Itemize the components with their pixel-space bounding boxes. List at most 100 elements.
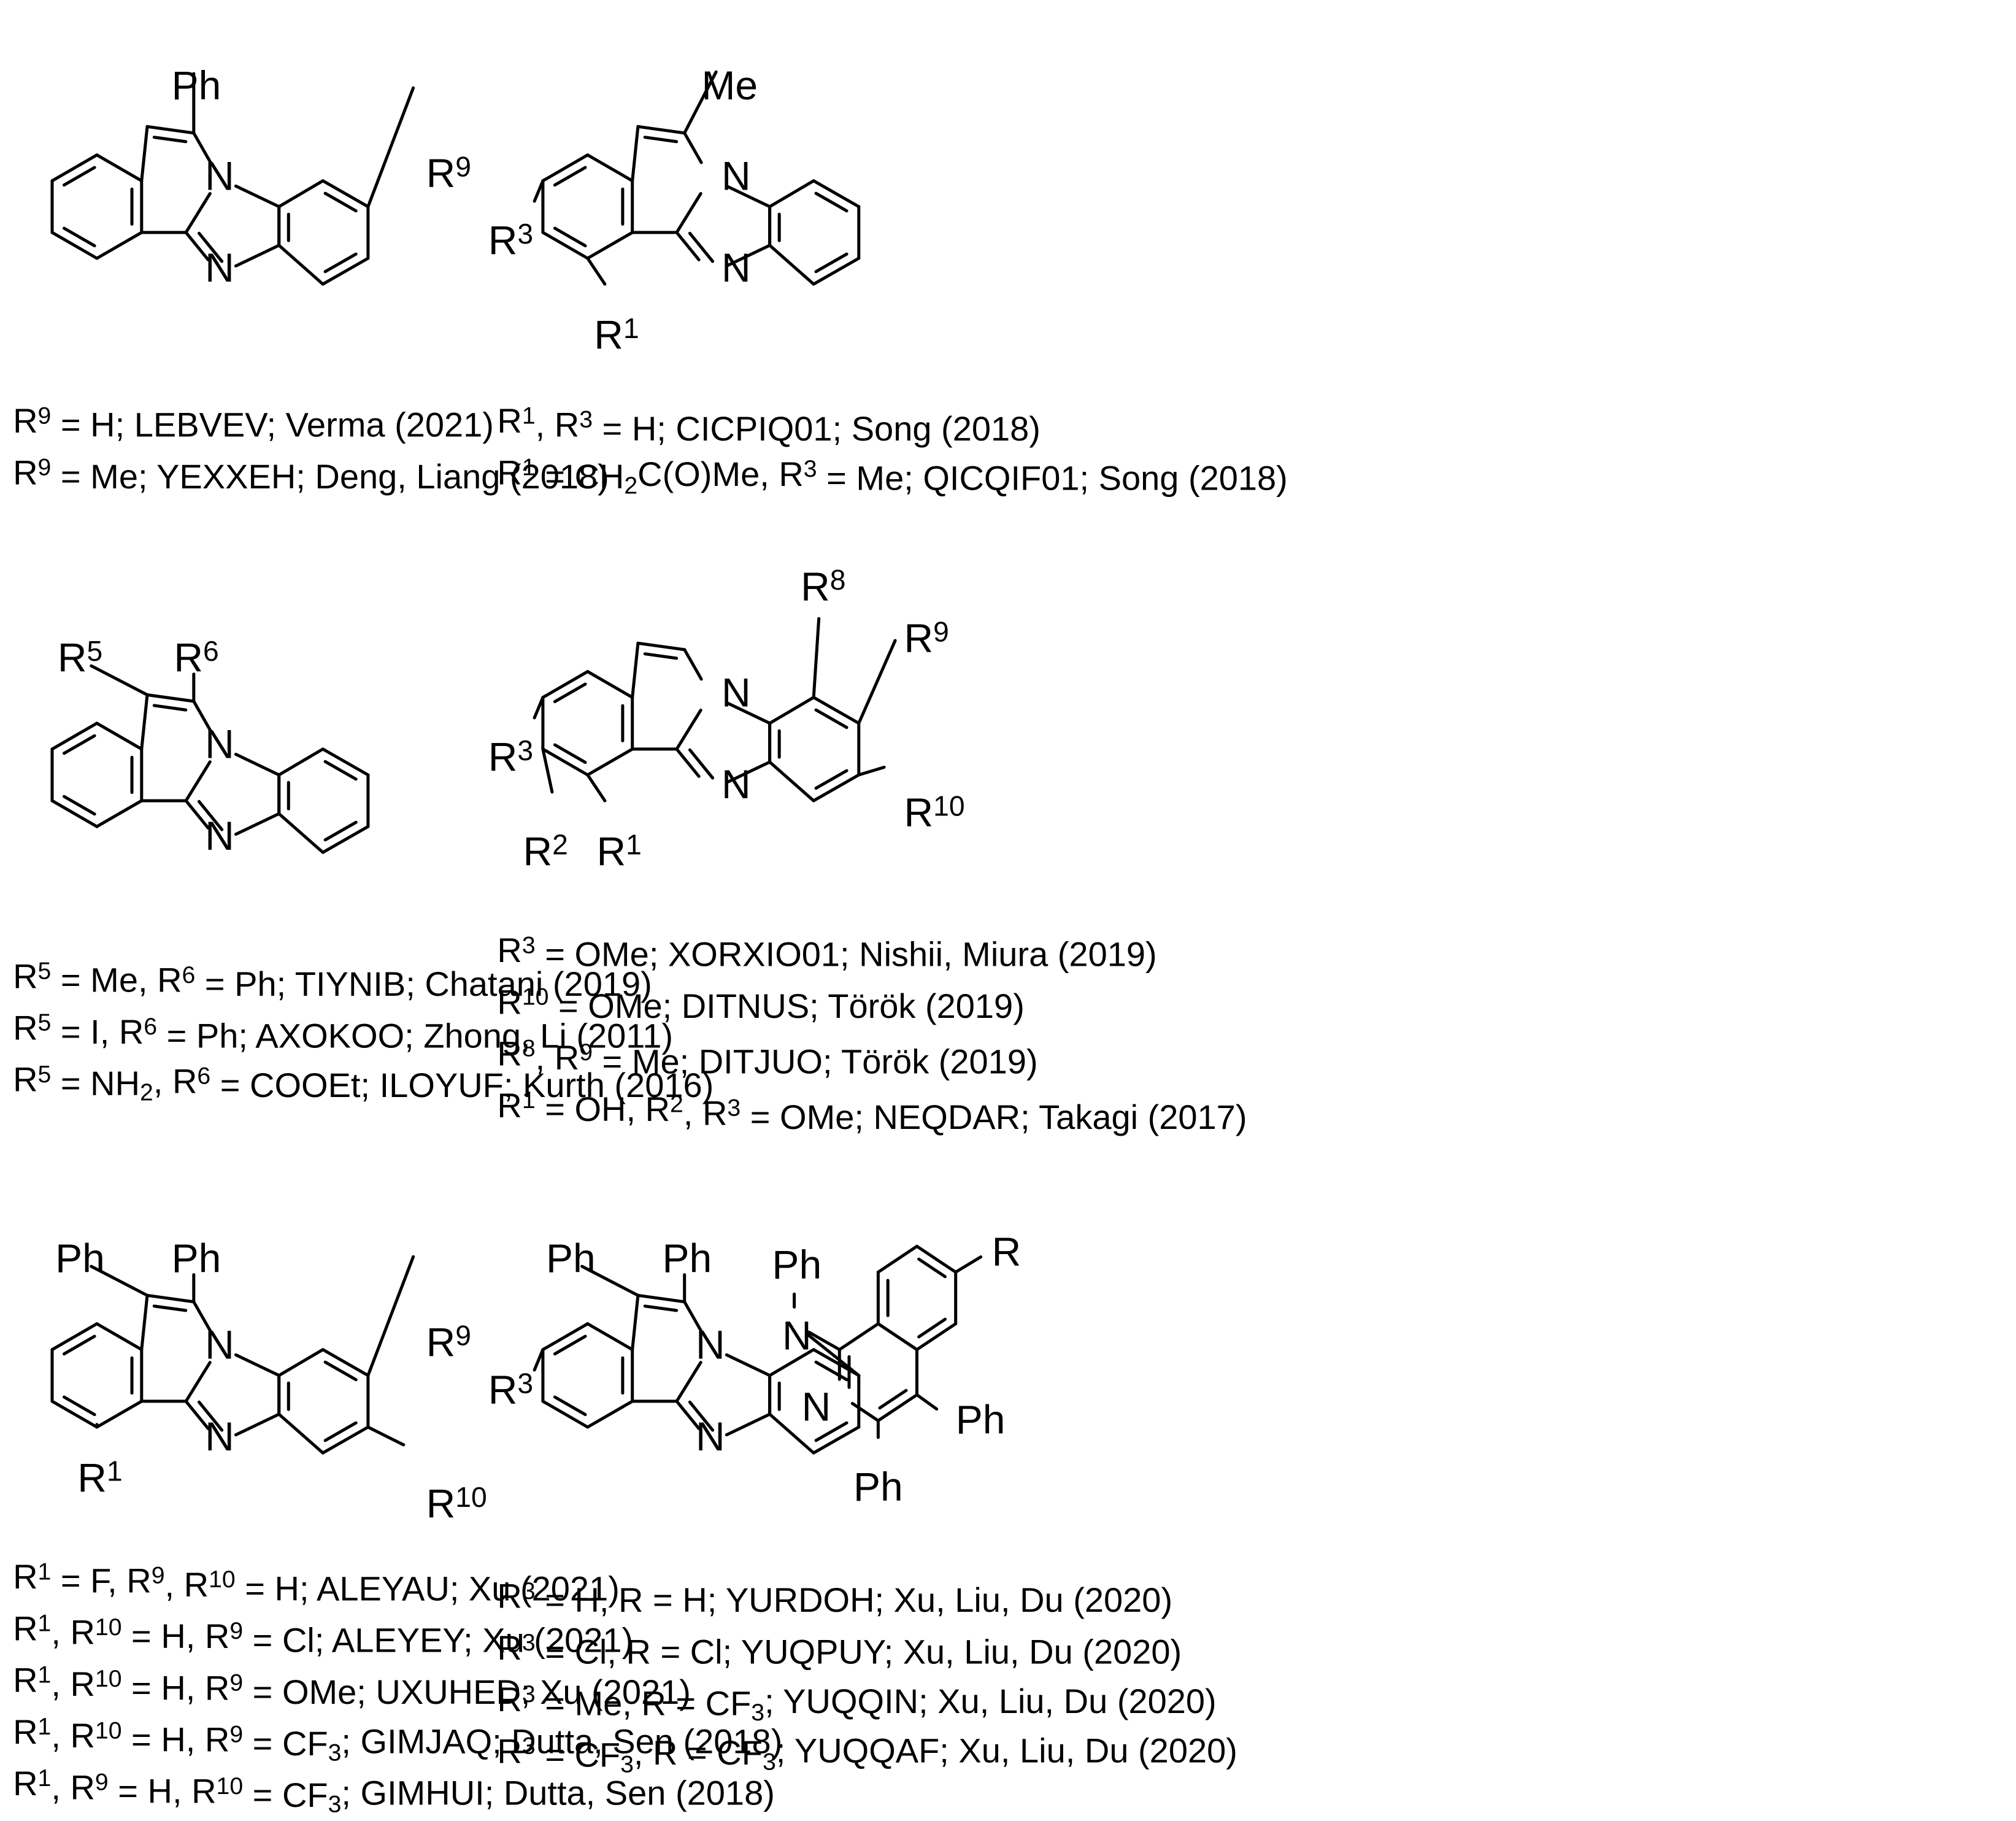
ring-bond (145, 693, 196, 703)
ring-bond-inner (63, 1334, 96, 1356)
ring-bond (768, 696, 815, 725)
ring-bond-inner (198, 1400, 224, 1432)
substituent-bond (857, 766, 886, 777)
caption-line: R1, R10 = H, R9 = Cl; ALEYEY; Xu (2021) (13, 1609, 633, 1659)
substituent-bond (90, 664, 149, 696)
ring-bond (768, 179, 815, 209)
ring-bond-inner (814, 1421, 848, 1442)
ring-bond (812, 773, 861, 803)
ring-bond (636, 1293, 687, 1304)
ring-bond-inner (643, 136, 679, 144)
ring-bond-inner (553, 1334, 587, 1356)
ring-bond (812, 1425, 861, 1455)
ring-bond (140, 1293, 149, 1352)
ring-bond-inner (553, 743, 587, 764)
ring-bond (321, 1348, 370, 1377)
ring-bond (321, 179, 370, 209)
ring-bond (95, 722, 144, 751)
atom-label: Ph (546, 1235, 596, 1280)
ring-bond (683, 648, 703, 681)
ring-bond-inner (152, 1304, 188, 1312)
caption-line: R9 = Me; YEXXEH; Deng, Liang (2018) (13, 453, 609, 495)
atom-label: Ph (772, 1242, 821, 1287)
ring-bond (192, 131, 212, 164)
ring-bond (876, 1393, 918, 1422)
ring-bond (321, 1425, 370, 1455)
ring-bond (586, 153, 634, 183)
ring-bond (277, 747, 325, 777)
caption-line: R3 = OMe; XORXIO01; Nishii, Miura (2019) (497, 931, 1156, 973)
ring-bond (234, 1412, 281, 1437)
ring-bond-inner (323, 760, 358, 781)
ring-bond (234, 244, 281, 268)
atom-label: R1 (594, 312, 639, 357)
substituent-bond (90, 1265, 149, 1297)
ring-bond (675, 192, 702, 234)
ring-bond (812, 696, 861, 725)
caption-line: R1, R9 = H, R10 = CF3; GIMHUI; Dutta, Se… (13, 1764, 775, 1818)
ring-bond (725, 244, 772, 268)
ring-bond-inner (323, 252, 358, 274)
caption-line: R3 = Me, R = CF3; YUQQIN; Xu, Liu, Du (2… (497, 1680, 1216, 1726)
atom-label: Ph (172, 63, 221, 108)
ring-bond (234, 752, 281, 777)
ring-bond-inner (63, 1395, 96, 1417)
ring-bond (683, 131, 703, 164)
ring-bond-inner (688, 231, 715, 263)
ring-bond (812, 256, 861, 286)
substituent-bond (857, 639, 897, 725)
ring-bond-inner (323, 1421, 358, 1442)
ring-bond (277, 244, 325, 286)
atom-label: R10 (426, 1480, 487, 1526)
ring-bond (675, 1399, 701, 1430)
ring-bond (586, 1322, 634, 1352)
caption-line: R5 = NH2, R6 = COOEt; ILOYUF; Kurth (201… (13, 1060, 714, 1106)
ring-bond (184, 799, 210, 830)
ring-bond (636, 641, 687, 652)
ring-bond (541, 1322, 590, 1352)
ring-bond-inner (323, 820, 358, 842)
ring-bond (768, 244, 815, 286)
ring-bond (321, 825, 370, 854)
ring-bond (636, 125, 687, 135)
ring-bond (725, 184, 772, 209)
ring-bond (876, 1322, 918, 1352)
ring-bond (50, 722, 99, 751)
ring-bond (234, 812, 281, 836)
caption-line: R5 = Me, R6 = Ph; TIYNIB; Chatani (2019) (13, 957, 652, 1003)
ring-bond (586, 231, 634, 260)
atom-label: N (721, 153, 751, 198)
atom-label: R3 (488, 734, 533, 780)
ring-bond (725, 1412, 772, 1437)
ring-bond (321, 256, 370, 286)
ring-bond-inner (152, 704, 188, 712)
ring-bond (683, 1300, 703, 1333)
ring-bond-inner (553, 1395, 587, 1417)
ring-bond (586, 670, 634, 699)
ring-bond-inner (63, 795, 96, 816)
ring-bond (321, 747, 370, 777)
ring-bond-inner (688, 748, 715, 780)
substituent-bond (541, 747, 554, 794)
ring-bond (184, 760, 212, 803)
ring-bond (145, 125, 196, 135)
caption-line: R1, R3 = H; CICPIQ01; Song (2018) (497, 401, 1041, 448)
ring-bond-inner (152, 136, 188, 144)
substituent-bond (683, 70, 718, 135)
atom-label: N (205, 1322, 234, 1368)
ring-bond (184, 1399, 210, 1430)
substituent-bond (586, 773, 607, 803)
ring-bond (541, 153, 590, 183)
bond-layer (50, 70, 983, 1455)
ring-bond (50, 231, 99, 260)
caption-line: R1 = OH, R2, R3 = OMe; NEQDAR; Takagi (2… (497, 1086, 1247, 1136)
ring-bond (812, 179, 861, 209)
ring-bond (277, 179, 325, 209)
ring-bond (140, 693, 149, 751)
ring-bond-inner (917, 1317, 947, 1339)
ring-bond (675, 231, 701, 261)
atom-label: N (205, 153, 234, 198)
